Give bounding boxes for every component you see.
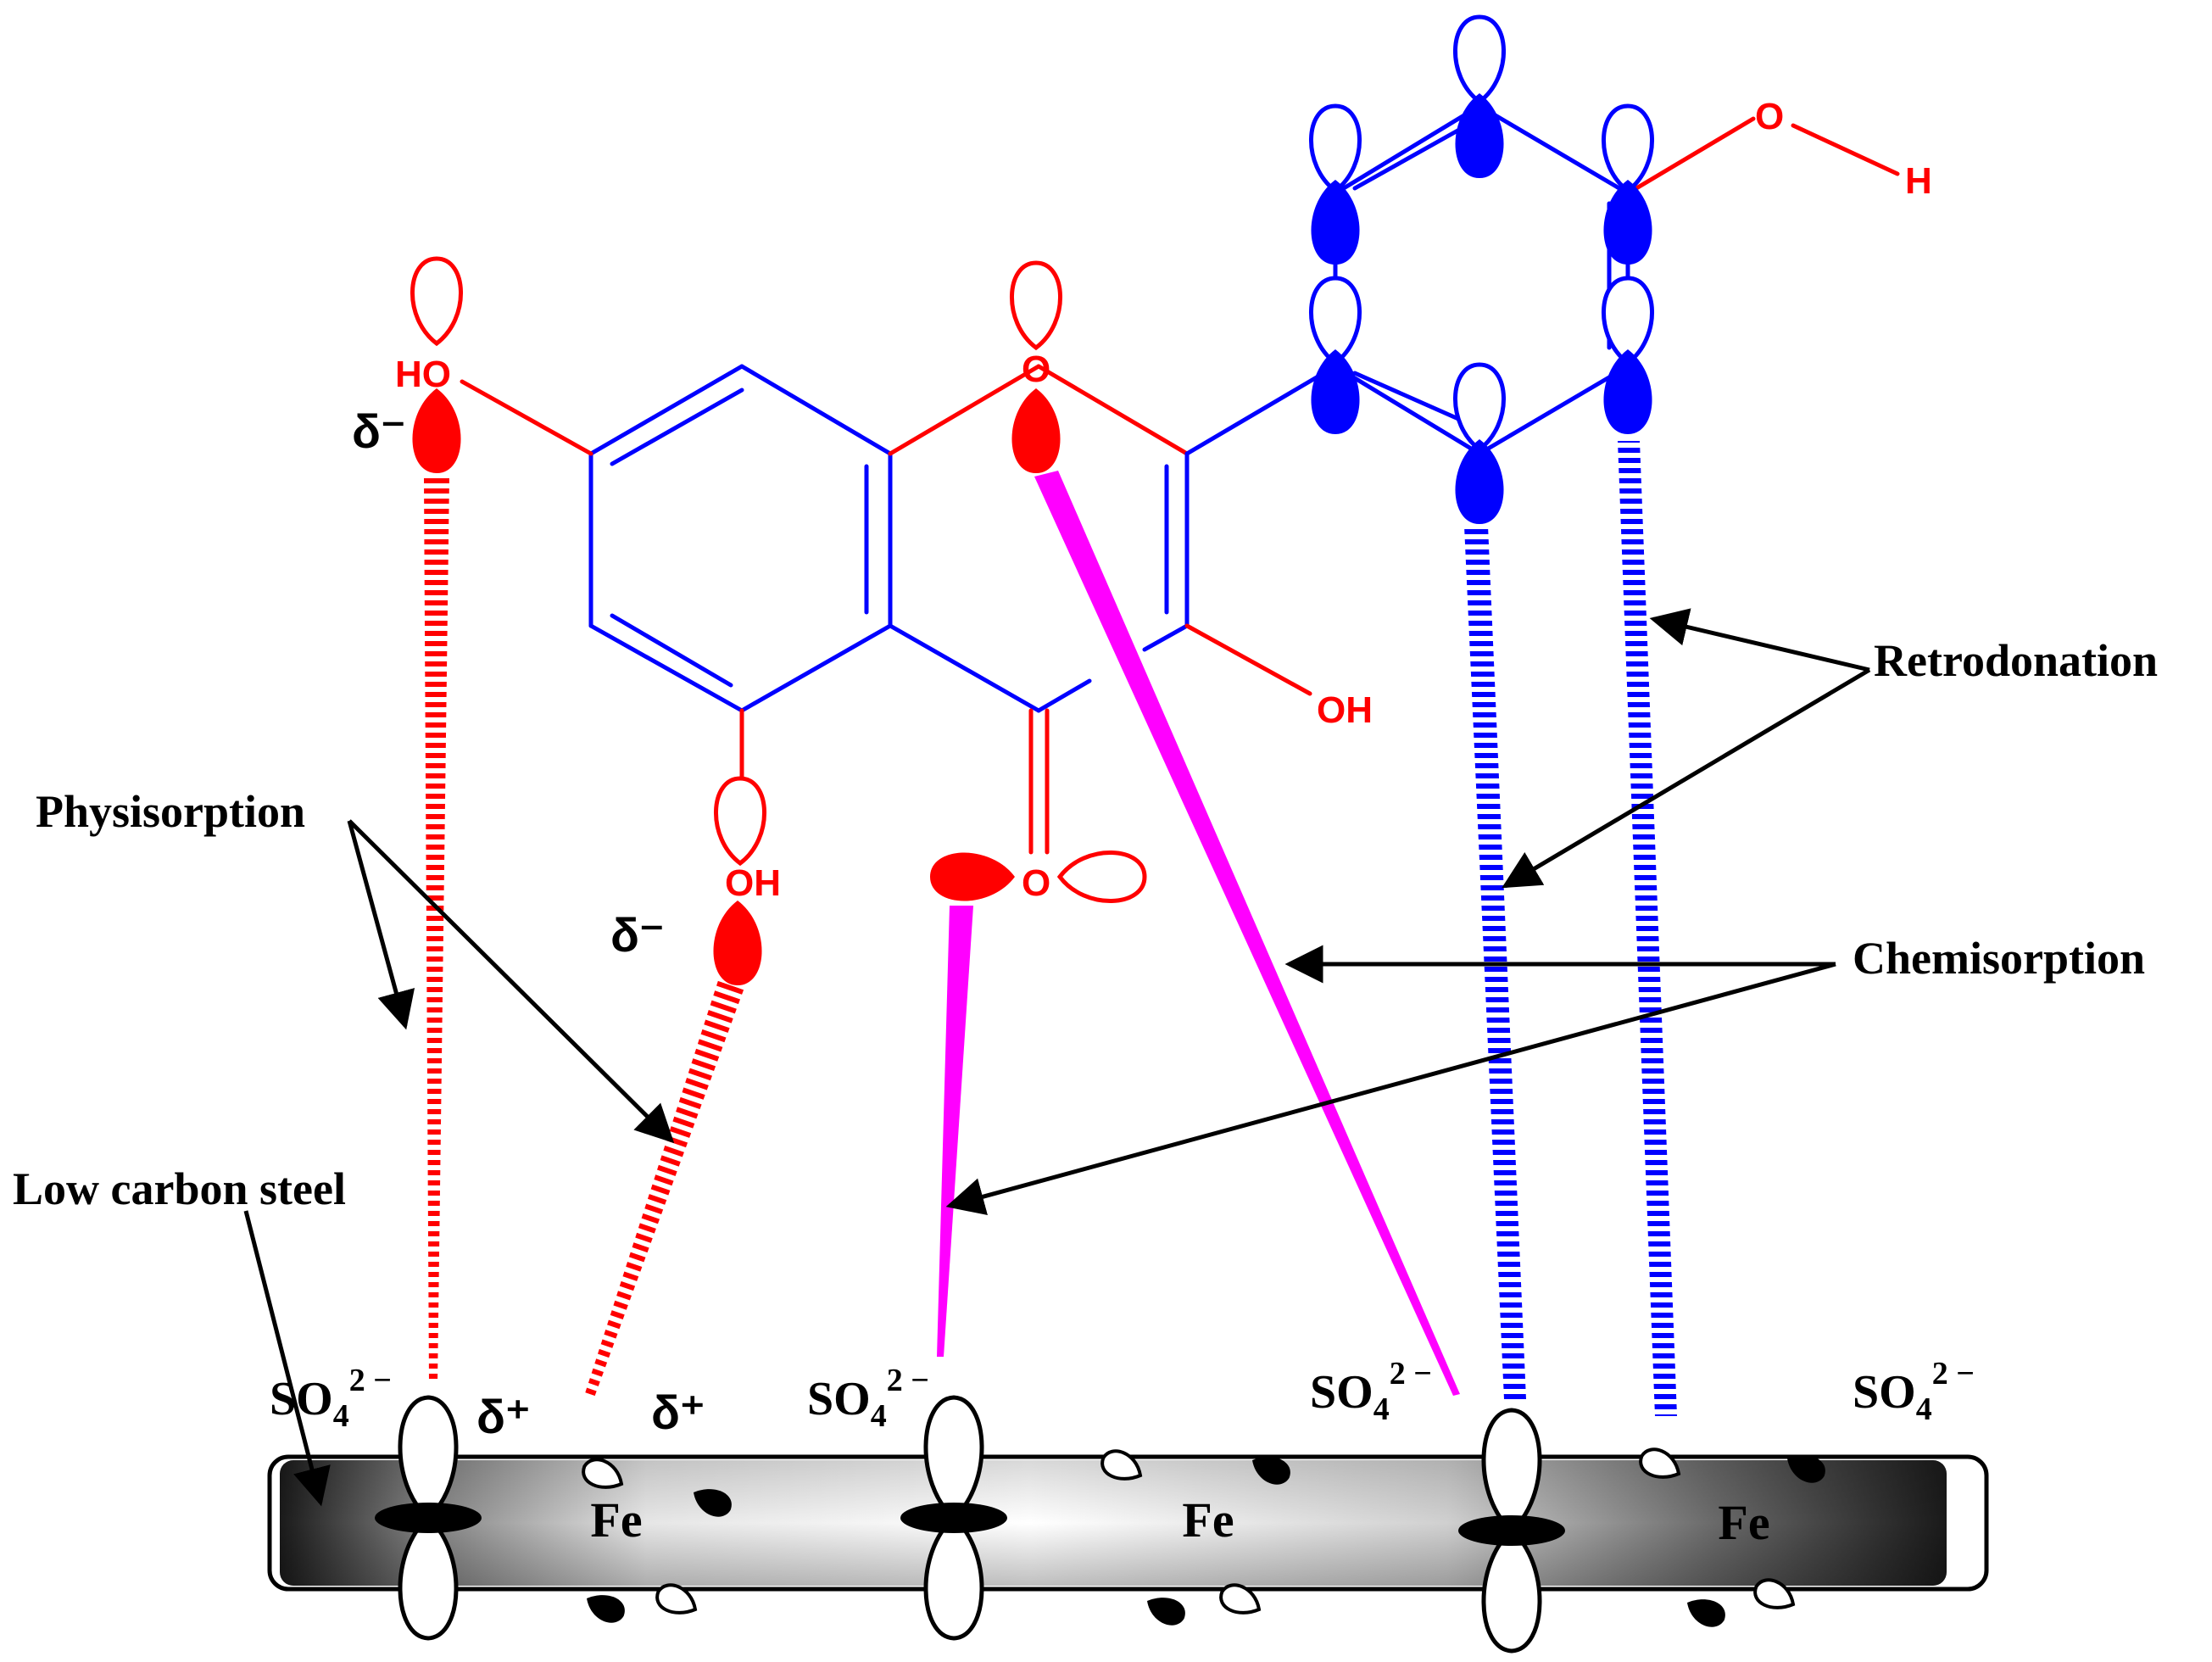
physisorption-bond-1 [424,477,449,1384]
atom-label-h: H [1905,160,1932,202]
chemisorption-bond-1 [937,906,973,1357]
atom-label-o-carbonyl: O [1022,862,1050,904]
molecule-skeleton [460,103,1900,855]
fe-orbital-1 [375,1395,482,1641]
chemisorption-label: Chemisorption [1853,933,2145,984]
fe-label-1: Fe [590,1492,642,1548]
low-carbon-steel-label: Low carbon steel [13,1163,346,1214]
sulfate-anion-3: SO42 − [1310,1356,1432,1427]
svg-text:SO42 −: SO42 − [1853,1356,1975,1427]
delta-plus-label-2: δ⁺ [651,1386,705,1439]
ring-b-p-orbitals [1309,14,1654,524]
callout-arrows [243,608,1871,1507]
oxygen-orbitals [410,256,1147,985]
fe-d-orbital-lobes [582,1447,1825,1627]
fe-label-3: Fe [1718,1495,1769,1550]
svg-text:SO42 −: SO42 − [807,1363,929,1434]
atom-label-o-ringb: O [1755,96,1784,137]
atom-label-ho: HO [395,354,451,395]
atom-label-oh-lower: OH [725,862,781,904]
chemisorption-bond-2 [1034,471,1460,1396]
physisorption-bond-2 [585,980,744,1397]
delta-minus-label-1: δ⁻ [352,404,406,458]
delta-plus-label-1: δ⁺ [476,1390,531,1443]
svg-text:SO42 −: SO42 − [1310,1356,1432,1427]
sulfate-anion-2: SO42 − [807,1363,929,1434]
svg-text:SO42 −: SO42 − [270,1363,392,1434]
fe-orbital-3 [1458,1408,1565,1654]
fe-label-2: Fe [1182,1492,1234,1548]
retrodonation-bond-2 [1618,441,1677,1416]
sulfate-anion-1: SO42 − [270,1363,392,1434]
physisorption-label: Physisorption [36,786,305,837]
fe-orbital-2 [900,1395,1007,1641]
atom-label-o-ring: O [1022,349,1050,390]
retrodonation-label: Retrodonation [1874,635,2158,686]
sulfate-anion-4: SO42 − [1853,1356,1975,1427]
atom-label-oh-right: OH [1317,689,1373,731]
delta-minus-label-2: δ⁻ [610,908,665,962]
